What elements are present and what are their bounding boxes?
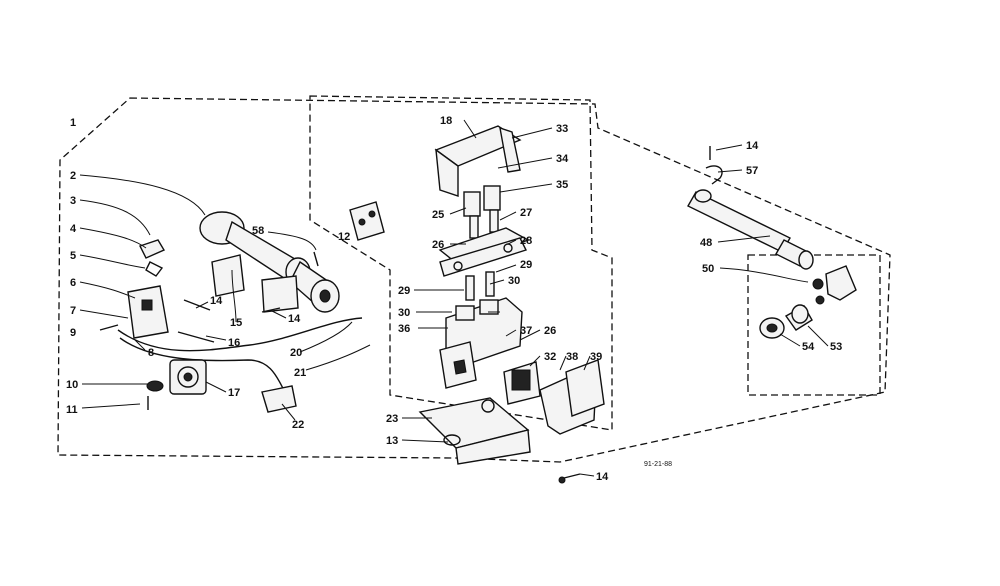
callout-22: 22: [292, 419, 304, 431]
callout-2: 2: [70, 170, 76, 182]
leader-lines: [79, 119, 829, 477]
callout-17: 17: [228, 387, 240, 399]
callout-36: 36: [398, 323, 410, 335]
callout-30-left: 30: [398, 307, 410, 319]
callout-23: 23: [386, 413, 398, 425]
elbow-fitting: [812, 265, 857, 305]
callout-54: 54: [802, 341, 815, 353]
small-screws: [99, 251, 319, 410]
valve-subassembly-outline: [309, 95, 613, 431]
callout-37: 37: [520, 325, 532, 337]
callout-5: 5: [70, 250, 76, 262]
callout-39: 39: [590, 351, 602, 363]
callout-34: 34: [556, 153, 569, 165]
thermocouple-line: [117, 317, 363, 413]
callout-1: 1: [70, 117, 76, 129]
callout-21: 21: [294, 367, 306, 379]
mounting-bracket: [418, 397, 531, 465]
callout-48: 48: [700, 237, 712, 249]
burner-bracket: [211, 254, 299, 313]
callout-7: 7: [70, 305, 76, 317]
callout-6: 6: [70, 277, 76, 289]
callout-26-upper: 26: [432, 239, 444, 251]
callout-13: 13: [386, 435, 398, 447]
nut-fittings: [759, 304, 813, 339]
callout-28: 28: [520, 235, 532, 247]
clip-part: [139, 239, 166, 259]
callout-50: 50: [702, 263, 714, 275]
main-assembly-outline: [57, 97, 891, 463]
callout-8: 8: [148, 347, 154, 359]
right-screw: [558, 473, 581, 484]
callout-27: 27: [520, 207, 532, 219]
callout-15: 15: [230, 317, 242, 329]
callout-14-bottom: 14: [596, 471, 609, 483]
coil-cover: [434, 125, 522, 197]
gas-valve-body: [439, 271, 523, 389]
callout-33: 33: [556, 123, 568, 135]
burner-tube: [199, 211, 340, 313]
callout-35: 35: [556, 179, 568, 191]
callout-32: 32: [544, 351, 556, 363]
callout-58: 58: [252, 225, 264, 237]
callout-53: 53: [830, 341, 842, 353]
callout-11: 11: [66, 404, 78, 416]
callout-4: 4: [70, 223, 77, 235]
solenoid-coils: [503, 359, 605, 435]
callout-16: 16: [228, 337, 240, 349]
callout-30-right: 30: [508, 275, 520, 287]
callout-20: 20: [290, 347, 302, 359]
gasket-plate: [349, 201, 385, 241]
valve-plate: [438, 227, 530, 277]
callout-14-left-upper: 14: [210, 295, 223, 307]
callout-9: 9: [70, 327, 76, 339]
callout-26-lower: 26: [544, 325, 556, 337]
callout-labels: 1 2 3 4 5 6 7 9 8 10 11 14 15 14 16 17 5…: [66, 115, 842, 483]
callout-57: 57: [746, 165, 758, 177]
callout-12: 12: [338, 231, 350, 243]
callout-3: 3: [70, 195, 76, 207]
callout-29-left: 29: [398, 285, 410, 297]
drawing-code: 91-21-88: [644, 461, 672, 468]
callout-18: 18: [440, 115, 452, 127]
callout-14-left-lower: 14: [288, 313, 301, 325]
pilot-clip: [705, 146, 723, 185]
callout-29-right: 29: [520, 259, 532, 271]
pilot-bracket: [127, 261, 169, 339]
coil-stems: [463, 185, 501, 239]
callout-25: 25: [432, 209, 444, 221]
pilot-tube: [687, 189, 814, 270]
callout-14-top-right: 14: [746, 140, 759, 152]
callout-10: 10: [66, 379, 78, 391]
callout-38: 38: [566, 351, 578, 363]
pilot-valve-body: [169, 359, 207, 395]
fitting-group-outline: [747, 254, 881, 396]
